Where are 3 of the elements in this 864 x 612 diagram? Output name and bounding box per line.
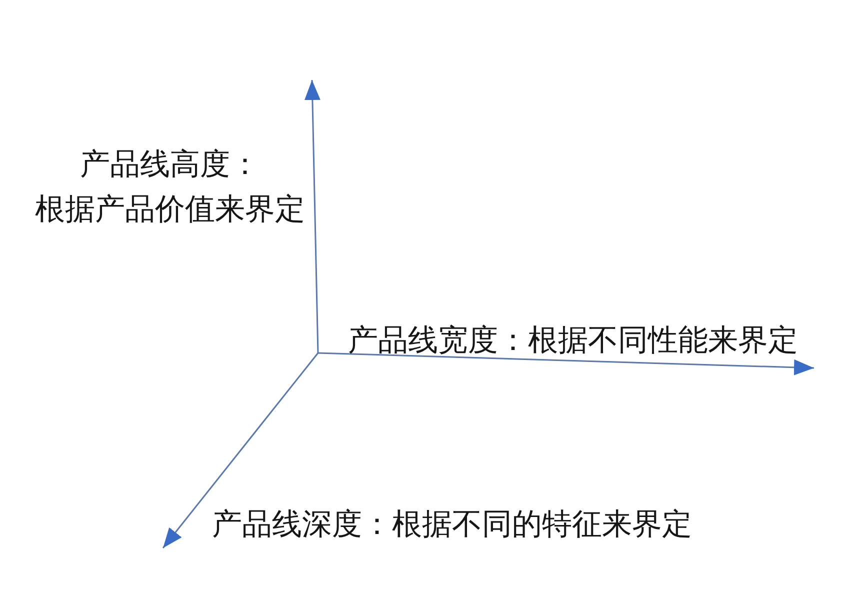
axis-label: 产品线深度：根据不同的特征来界定 [212, 506, 692, 544]
axis-label: 产品线宽度：根据不同性能来界定 [348, 322, 798, 360]
axis-label: 产品线高度：根据产品价值来界定 [34, 146, 306, 229]
